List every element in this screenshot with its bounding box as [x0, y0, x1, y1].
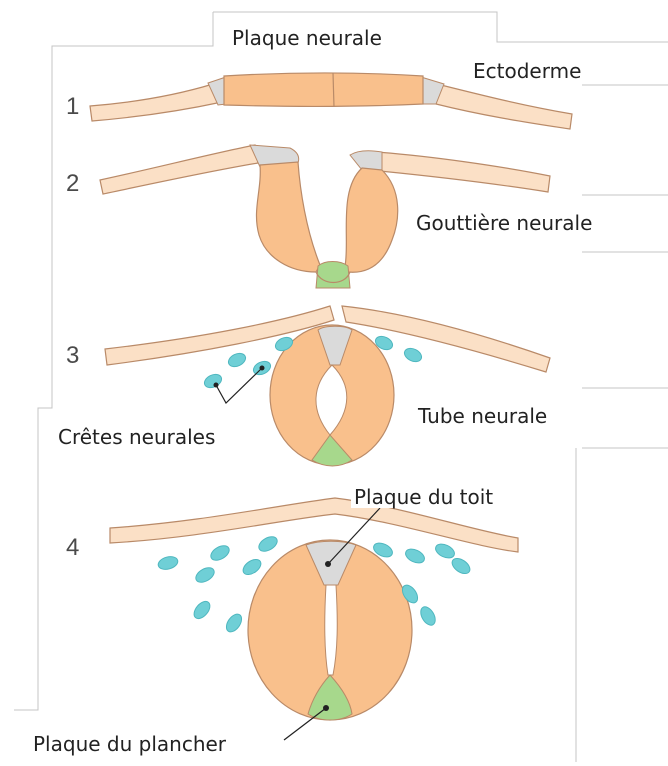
- crest-cell: [223, 611, 244, 634]
- stage-number-3: 3: [66, 344, 79, 368]
- crest-cell: [226, 351, 247, 369]
- crest-cell: [193, 565, 216, 585]
- crest-cell: [402, 346, 423, 364]
- crest-cell: [191, 598, 213, 621]
- stage1-ectoderm-right: [436, 85, 572, 129]
- stage2-floor-plate: [316, 262, 350, 289]
- stage4-lumen: [325, 585, 338, 675]
- label-plaque-neurale: Plaque neurale: [229, 27, 385, 49]
- crest-cell: [208, 543, 231, 563]
- stage-4-neural-tube-mature: [110, 498, 518, 740]
- label-plaque-du-plancher: Plaque du plancher: [30, 733, 229, 755]
- stage2-hinge-right: [350, 151, 382, 170]
- crest-cell: [418, 604, 438, 627]
- crest-pointer-dot: [260, 366, 265, 371]
- stage-number-4: 4: [66, 536, 79, 560]
- label-cretes-neurales: Crêtes neurales: [55, 426, 218, 448]
- stage-number-1: 1: [66, 95, 79, 119]
- stage-number-2: 2: [66, 172, 79, 196]
- crest-cell: [433, 541, 456, 560]
- label-plaque-du-toit: Plaque du toit: [351, 486, 496, 508]
- stage1-ectoderm-left: [90, 84, 222, 121]
- label-tube-neurale: Tube neurale: [415, 405, 550, 427]
- crest-pointer-dot: [214, 383, 219, 388]
- crest-cell: [256, 534, 279, 554]
- stage2-ectoderm-right: [376, 152, 550, 192]
- crest-cell: [449, 555, 472, 576]
- roof-pointer-dot: [325, 561, 331, 567]
- stage2-neural-fold-left: [256, 162, 320, 272]
- crest-cell: [202, 372, 223, 390]
- crest-cell: [240, 556, 263, 577]
- label-gouttiere-neurale: Gouttière neurale: [413, 212, 595, 234]
- label-ectoderme: Ectoderme: [470, 60, 584, 82]
- crest-cell: [157, 555, 179, 572]
- floor-pointer-dot: [323, 705, 329, 711]
- stage2-neural-fold-right: [345, 168, 398, 272]
- crest-cell: [403, 546, 426, 565]
- stage1-neural-plate: [224, 73, 423, 106]
- stage2-ectoderm-left: [100, 145, 258, 194]
